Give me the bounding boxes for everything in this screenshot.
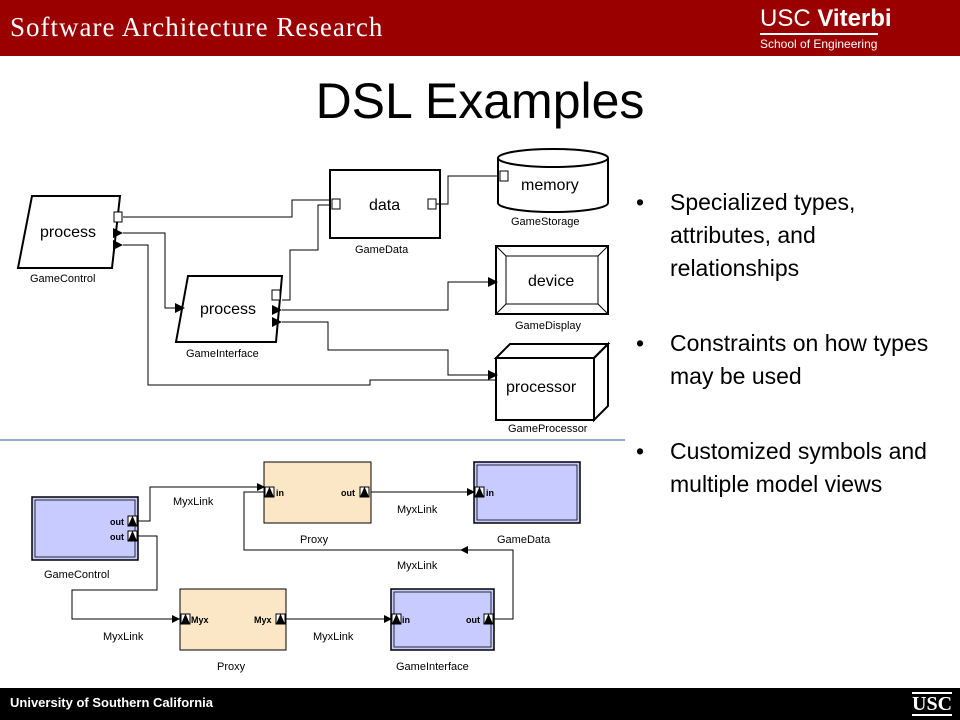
gamedisplay-label: device [528,273,574,290]
myx-proxy2-caption: Proxy [217,661,246,673]
gameinterface-label: process [200,301,256,318]
gameinterface-shape [174,275,284,343]
gamedisplay-caption: GameDisplay [515,320,582,332]
bullet-dot: • [636,189,645,215]
gameinterface-out-label: out [466,615,480,625]
proxy1-out-label: out [341,488,355,498]
logo-rule [760,33,878,35]
arrow-icon [257,483,265,491]
header-bar: Software Architecture Research USC Viter… [0,0,960,56]
header-brand: Software Architecture Research [10,12,384,42]
myxlink-label: MyxLink [397,504,438,516]
myx-gamedata-caption: GameData [497,534,551,546]
conn-interface-data [282,204,330,301]
slide-title: DSL Examples [315,73,645,129]
conn-control-data [123,199,330,218]
gamestorage-caption: GameStorage [511,216,579,228]
gamecontrol-shape [16,195,122,269]
conn-control-processor [123,244,495,386]
arrow-icon [488,370,498,380]
bullet-list: • Specialized types, attributes, and rela… [632,186,950,543]
usc-viterbi-logo: USC Viterbi School of Engineering [760,6,892,51]
bullet-text: Customized symbols and multiple model vi… [670,438,927,497]
proxy2-myx-out-label: Myx [254,615,272,625]
conn-interface-processor [282,321,495,376]
gamedata-in-label: in [486,488,494,498]
conn-data-storage [436,175,498,205]
gamecontrol-out2-label: out [110,532,124,542]
conn-control-interface [123,232,175,309]
bullet-item: • Customized symbols and multiple model v… [632,435,950,501]
myx-proxy1-box [263,461,372,524]
footer-usc-mark: USC [912,692,953,716]
myx-proxy2-box [179,588,287,651]
bullet-dot: • [636,330,645,356]
arrow-icon [113,228,123,238]
bullet-text: Constraints on how types may be used [670,330,929,389]
gamecontrol-label: process [40,224,96,241]
gamedata-shape [329,169,441,239]
myxlink-label: MyxLink [173,496,214,508]
arrow-icon [384,615,392,623]
gamestorage-shape [497,158,609,213]
arrow-icon [172,615,180,623]
conn-gamecontrol-proxy1 [138,486,264,522]
gamestorage-label: memory [521,177,579,194]
myxlink-label: MyxLink [103,631,144,643]
myx-gameinterface-box [390,588,495,651]
myxlink-label: MyxLink [397,560,438,572]
arrow-icon [272,305,282,315]
gameinterface-in-label: in [402,615,410,625]
port-icon [427,198,437,210]
myx-gamecontrol-box [31,496,139,561]
myx-gamedata-box [473,461,581,524]
gamecontrol-out1-label: out [110,517,124,527]
gameprocessor-label: processor [506,379,577,396]
gamecontrol-caption: GameControl [30,273,95,285]
arrow-icon [488,277,498,287]
proxy2-myx-in-label: Myx [191,615,209,625]
gamedata-caption: GameData [355,244,409,256]
bullet-dot: • [636,438,645,464]
conn-interface-display [282,281,495,311]
port-icon [331,198,341,210]
gameprocessor-caption: GameProcessor [508,423,588,435]
myx-gameinterface-caption: GameInterface [396,661,469,673]
bullet-text: Specialized types, attributes, and relat… [670,189,856,281]
port-icon [271,289,281,301]
footer-bar: University of Southern California USC [0,688,960,720]
gamedata-label: data [369,197,400,214]
proxy1-in-label: in [276,488,284,498]
myxlink-label: MyxLink [313,631,354,643]
bullet-item: • Specialized types, attributes, and rela… [632,186,950,285]
arrow-icon [467,488,475,496]
logo-school-text: School of Engineering [760,37,878,51]
arrow-icon [272,317,282,327]
logo-viterbi-text: Viterbi [817,5,892,32]
arrow-icon [175,303,185,313]
myx-gamecontrol-caption: GameControl [44,569,109,581]
gameinterface-caption: GameInterface [186,348,259,360]
myx-proxy1-caption: Proxy [300,534,329,546]
gamedisplay-shape [495,245,609,315]
port-icon [499,170,509,182]
arrow-icon [113,240,123,250]
conn-gamecontrol-proxy2 [71,535,180,620]
conn-gameinterface-proxy1 [243,491,514,620]
footer-university: University of Southern California [10,695,213,710]
arrow-icon [460,546,468,554]
port-icon [113,211,123,223]
logo-usc-text: USC [760,5,811,32]
bullet-item: • Constraints on how types may be used [632,327,950,393]
